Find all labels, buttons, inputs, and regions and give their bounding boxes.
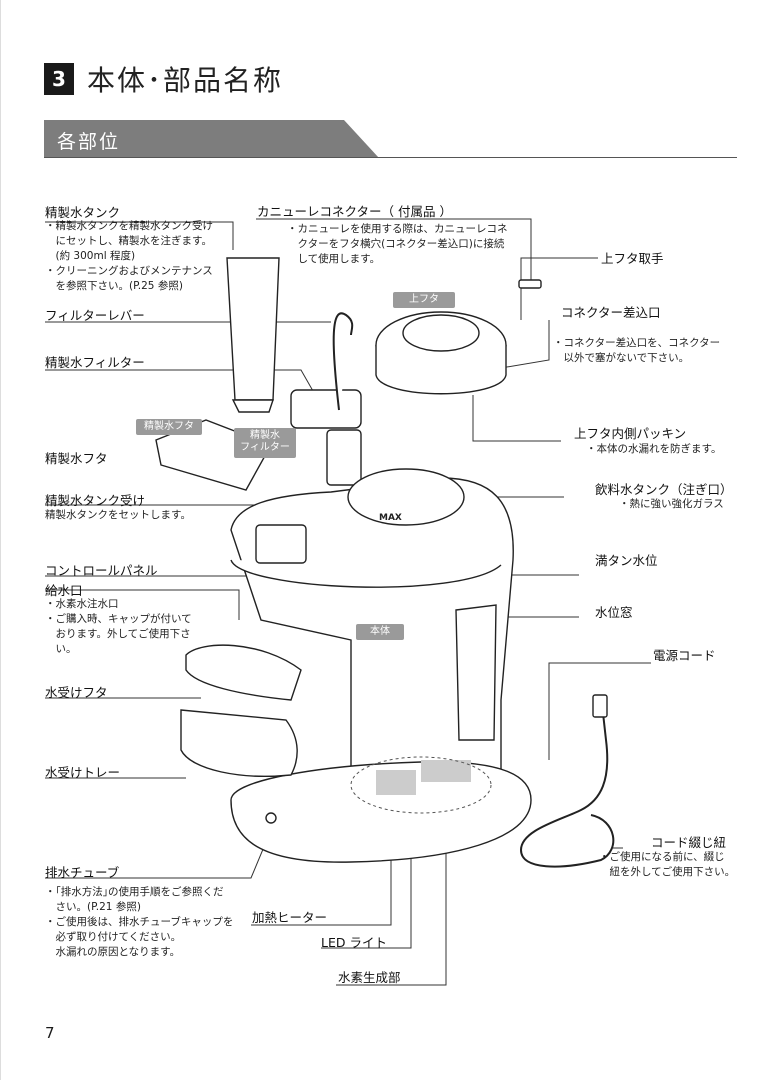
section-title: 本体･部品名称 xyxy=(87,64,284,97)
note-cord-tie: ・ご使用になる前に、綴じ 紐を外してご使用下さい。 xyxy=(599,851,736,878)
power-cord-shape xyxy=(519,694,615,868)
section-number: 3 xyxy=(44,63,74,95)
label-drain-tube: 排水チューブ xyxy=(45,865,120,880)
leader-lid-handle xyxy=(520,257,598,320)
note-cannula-connector: ・カニューレを使用する際は、カニューレコネ クターをフタ横穴(コネクター差込口)… xyxy=(287,223,508,265)
note-water-outlet: ・水素水注水口 ・ご購入時、キャップが付いて おります。外してご使用下さ い。 xyxy=(45,598,192,655)
note-drain-tube: ・｢排水方法｣の使用手順をご参照くだ さい。(P.21 参照) ・ご使用後は、排… xyxy=(45,886,234,958)
label-seisei-tank: 精製水タンク xyxy=(45,205,121,220)
drip-lid-shape xyxy=(185,644,302,701)
note-tank-receiver: 精製水タンクをセットします。 xyxy=(45,509,191,521)
leader-water-outlet xyxy=(45,589,240,620)
note-lid-packing: ・本体の水漏れを防ぎます。 xyxy=(586,443,722,455)
subsection-rule xyxy=(44,157,737,158)
connector-shape xyxy=(518,279,542,289)
label-heater: 加熱ヒーター xyxy=(252,910,328,925)
leader-seisei-tank xyxy=(45,221,234,250)
label-power-cord: 電源コード xyxy=(653,648,716,663)
control-panel-shape xyxy=(255,524,307,564)
label-seisei-filter: 精製水フィルター xyxy=(45,355,145,370)
level-window-shape xyxy=(455,604,497,741)
label-control-panel: コントロールパネル xyxy=(45,563,158,578)
label-led-light: LED ライト xyxy=(321,935,387,950)
subsection-title: 各部位 xyxy=(57,131,121,153)
subsection-band xyxy=(44,120,379,158)
tag-body: 本体 xyxy=(356,624,404,640)
filter-unit-shape xyxy=(290,389,362,429)
drain-tube-shape xyxy=(265,812,277,824)
label-seisei-lid: 精製水フタ xyxy=(45,451,108,466)
note-connector-port: ・コネクター差込口を、コネクター 以外で塞がないで下さい。 xyxy=(553,337,721,364)
label-full-level: 満タン水位 xyxy=(595,553,658,568)
tag-seisei-filter: 精製水 フィルター xyxy=(234,428,296,458)
note-seisei-tank: ・精製水タンクを精製水タンク受け にセットし、精製水を注ぎます。 (約 300m… xyxy=(45,220,213,292)
tag-upper-lid: 上フタ xyxy=(393,292,455,308)
leader-power-cord xyxy=(548,662,651,760)
leader-hydrogen-unit xyxy=(336,790,447,986)
leader-connector-port xyxy=(500,320,550,369)
drip-tray-shape xyxy=(180,709,298,777)
label-level-window: 水位窓 xyxy=(595,605,633,620)
label-water-outlet: 給水口 xyxy=(45,583,83,598)
label-cord-tie: コード綴じ紐 xyxy=(651,835,727,850)
label-cannula-connector: カニューレコネクター（ 付属品 ） xyxy=(257,204,452,219)
label-connector-port: コネクター差込口 xyxy=(561,305,661,320)
leader-seisei-filter xyxy=(45,369,322,406)
leader-lid-packing xyxy=(472,395,561,442)
label-drip-tray: 水受けトレー xyxy=(45,765,121,780)
seisei-tank-shape xyxy=(226,257,280,401)
page-number: 7 xyxy=(45,1024,55,1042)
label-drip-lid: 水受けフタ xyxy=(45,685,108,700)
note-drink-tank: ・熱に強い強化ガラス xyxy=(619,498,724,510)
label-tank-receiver: 精製水タンク受け xyxy=(45,493,146,508)
label-filter-lever: フィルターレバー xyxy=(45,308,145,323)
tag-seisei-lid: 精製水フタ xyxy=(136,419,202,435)
label-drink-tank: 飲料水タンク（注ぎ口） xyxy=(595,482,733,497)
label-lid-packing: 上フタ内側パッキン xyxy=(574,426,687,441)
label-lid-handle: 上フタ取手 xyxy=(601,251,664,266)
leader-cannula-connector xyxy=(256,218,532,280)
max-mark: MAX xyxy=(379,513,402,523)
base-shape xyxy=(230,761,532,863)
label-hydrogen-unit: 水素生成部 xyxy=(338,970,401,985)
